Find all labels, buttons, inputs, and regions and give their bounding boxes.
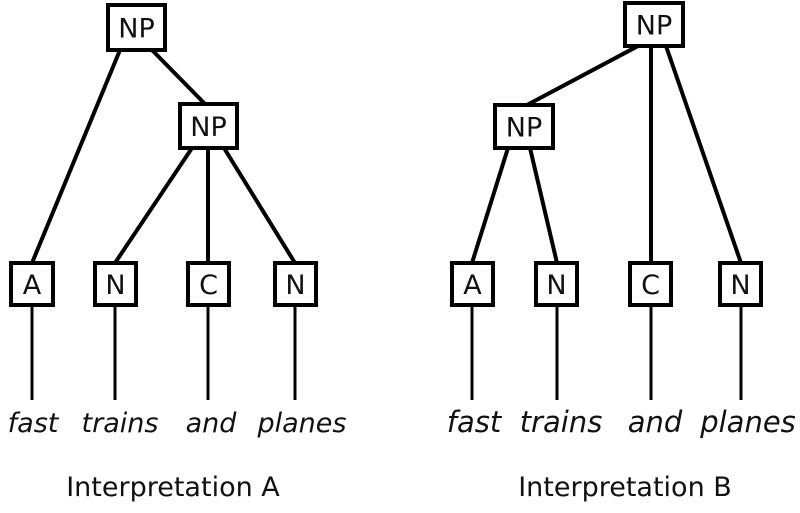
node-box xyxy=(106,3,167,52)
node-box xyxy=(450,261,495,307)
node-root-np[interactable]: NP xyxy=(623,1,685,48)
branch-inner-np-to-a xyxy=(470,147,510,264)
word-and: and xyxy=(186,408,238,439)
branch-root-to-inner-np xyxy=(150,48,207,106)
branch-inner-np-to-n1 xyxy=(528,147,559,264)
node-box xyxy=(273,261,318,307)
node-box xyxy=(93,261,138,307)
node-label: NP xyxy=(636,11,672,42)
node-label: C xyxy=(199,270,218,301)
node-pos-n2[interactable]: N xyxy=(718,261,763,307)
node-label: NP xyxy=(118,14,154,45)
node-pos-n2[interactable]: N xyxy=(273,261,318,307)
node-label: N xyxy=(730,270,750,301)
branch-inner-np-to-n2 xyxy=(222,146,297,265)
branch-root-to-n2 xyxy=(664,45,743,264)
branch-root-to-a xyxy=(30,49,122,264)
node-box xyxy=(534,261,579,307)
word-and: and xyxy=(628,405,683,439)
node-pos-a[interactable]: A xyxy=(450,261,495,307)
node-box xyxy=(718,261,763,307)
word-trains: trains xyxy=(520,405,603,439)
node-box xyxy=(493,103,555,150)
node-root-np[interactable]: NP xyxy=(106,3,167,52)
node-label: C xyxy=(641,270,660,301)
word-planes: planes xyxy=(699,405,796,439)
node-box xyxy=(628,261,673,307)
word-fast: fast xyxy=(8,408,60,439)
word-planes: planes xyxy=(257,408,347,439)
node-inner-np[interactable]: NP xyxy=(178,102,239,150)
node-pos-c[interactable]: C xyxy=(628,261,673,307)
node-label: A xyxy=(23,270,42,301)
node-label: NP xyxy=(506,113,542,144)
word-fast: fast xyxy=(447,405,503,439)
branch-inner-np-to-n1 xyxy=(113,146,194,265)
caption-interpretation-a: Interpretation A xyxy=(66,472,280,503)
node-box xyxy=(186,261,231,307)
node-pos-c[interactable]: C xyxy=(186,261,231,307)
branch-root-to-inner-np xyxy=(526,44,639,107)
node-label: N xyxy=(105,270,125,301)
node-label: N xyxy=(285,270,305,301)
node-box xyxy=(623,1,685,48)
word-trains: trains xyxy=(82,408,159,439)
node-box xyxy=(9,261,55,307)
node-box xyxy=(178,102,239,150)
node-label: A xyxy=(463,270,482,301)
node-label: NP xyxy=(190,112,226,143)
node-pos-n1[interactable]: N xyxy=(93,261,138,307)
node-inner-np[interactable]: NP xyxy=(493,103,555,150)
caption-interpretation-b: Interpretation B xyxy=(518,472,732,503)
node-pos-n1[interactable]: N xyxy=(534,261,579,307)
node-pos-a[interactable]: A xyxy=(9,261,55,307)
node-label: N xyxy=(546,270,566,301)
